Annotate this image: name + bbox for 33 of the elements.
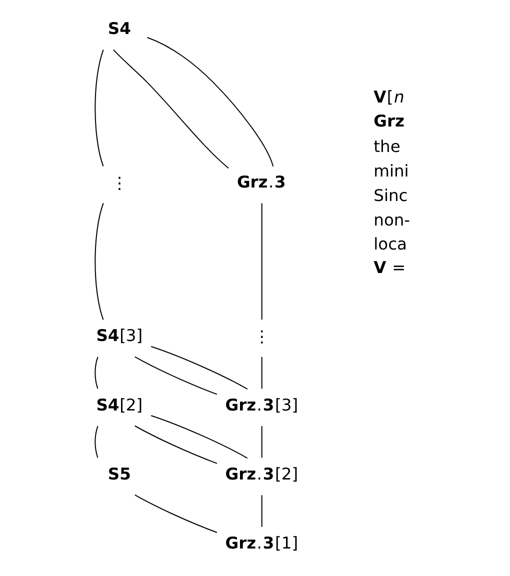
- label: V[n: [373, 86, 404, 106]
- connector: [260, 356, 262, 388]
- node-text: ⋮: [253, 326, 270, 346]
- label: Sinc: [373, 185, 408, 204]
- label: V =: [373, 258, 406, 277]
- connector: [146, 36, 274, 166]
- node-text: S5: [107, 464, 130, 483]
- connector: [112, 49, 228, 168]
- connector: [134, 424, 217, 464]
- node-text: Grz.3[2]: [224, 464, 298, 483]
- label: the: [373, 136, 400, 156]
- connector: [134, 494, 217, 532]
- connector: [94, 356, 98, 388]
- node-text: Grz.3: [236, 172, 286, 192]
- node-text: Grz.3[3]: [224, 394, 298, 414]
- connector: [260, 202, 262, 320]
- connector: [260, 426, 262, 458]
- node-text: ⋮: [110, 173, 128, 192]
- node-text: S4[3]: [96, 326, 142, 345]
- node-text: Grz.3[1]: [224, 532, 298, 552]
- label: loca: [373, 234, 407, 254]
- label: non-: [373, 210, 410, 229]
- connector: [94, 49, 104, 166]
- label: Grz: [373, 111, 404, 130]
- connector: [94, 425, 98, 458]
- node-text: S4[2]: [96, 394, 142, 414]
- connector: [150, 414, 248, 458]
- connector: [260, 494, 262, 526]
- label: mini: [373, 161, 408, 180]
- connector: [150, 346, 248, 389]
- connector: [94, 202, 104, 320]
- node-text: S4: [107, 18, 130, 38]
- connector: [134, 356, 217, 394]
